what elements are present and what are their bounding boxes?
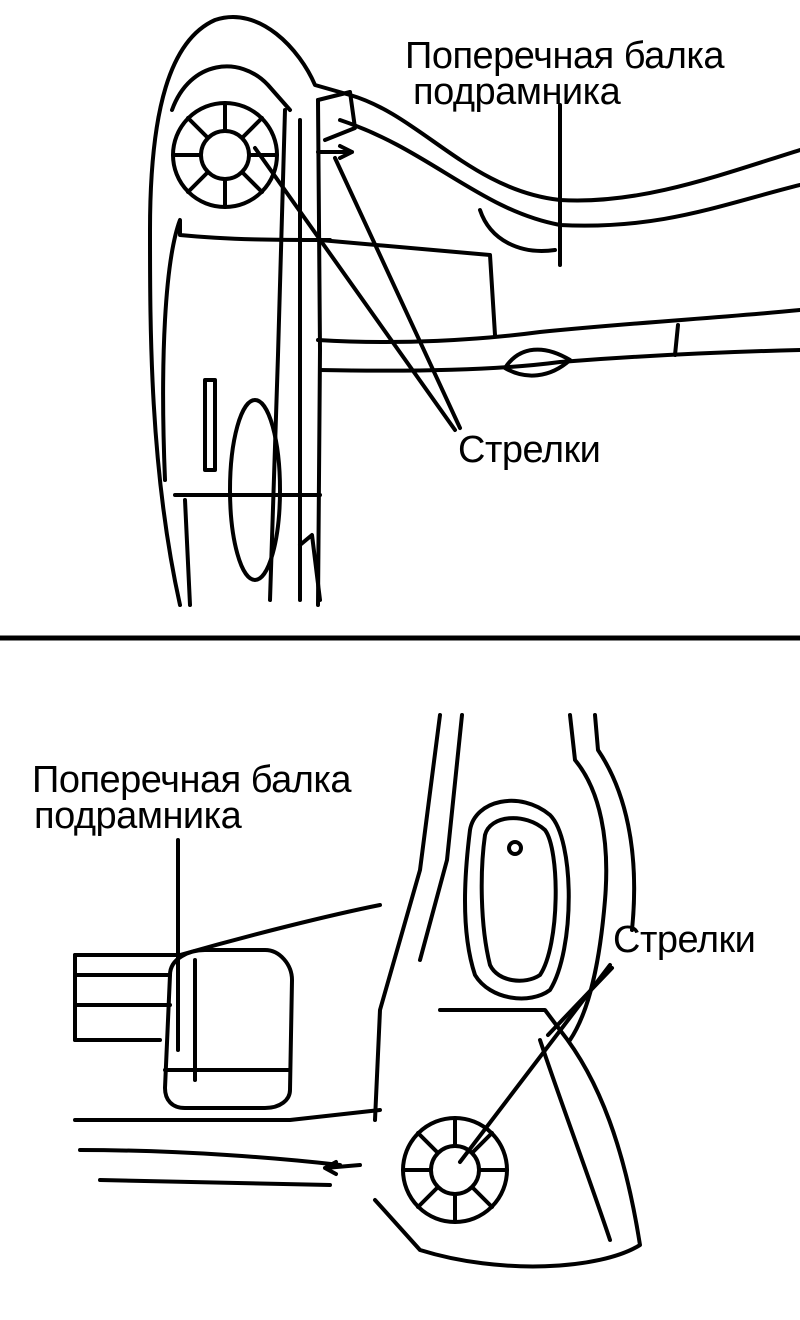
top-bracket — [316, 90, 357, 142]
top-vertical-member-right — [316, 98, 322, 607]
top-lower-beam-lower — [318, 348, 800, 373]
bottom-arrows-label: Стрелки — [613, 919, 756, 961]
bottom-upright-left — [373, 713, 442, 1122]
bottom-housing — [373, 1008, 642, 1269]
top-label-leader-arrow-2 — [333, 156, 462, 430]
bottom-label-leader-arrow-2 — [546, 966, 614, 1037]
bottom-clamp-block — [163, 948, 294, 1110]
bottom-housing-inner — [538, 1038, 612, 1242]
top-lower-beam-bulge — [503, 347, 572, 378]
top-lower-legs — [183, 498, 322, 607]
bottom-bolt-segments — [401, 1116, 509, 1224]
bottom-lower-rail-base — [98, 1178, 332, 1187]
top-panel-drawing — [148, 15, 800, 607]
top-vertical-member-left — [268, 108, 287, 602]
top-arm-inner-curve — [161, 218, 332, 482]
top-arm-outer — [148, 15, 800, 607]
top-arrows-label: Стрелки — [458, 429, 601, 471]
bottom-oval-hole — [507, 840, 523, 856]
bottom-crossbeam-label-line2: подрамника — [34, 795, 242, 837]
bottom-upright-far2 — [593, 713, 637, 932]
top-crossbeam-label-line1: Поперечная балка — [405, 35, 725, 77]
bottom-arrow-mark — [323, 1160, 362, 1176]
top-slot-large — [228, 398, 282, 582]
bottom-clamp-inner — [163, 958, 292, 1082]
bottom-upright-far — [568, 713, 609, 1042]
top-slot-small — [203, 378, 217, 472]
bottom-oval-outer — [463, 798, 571, 1001]
bottom-upright-right — [418, 713, 464, 962]
top-arm-shell — [170, 64, 292, 112]
top-crossbeam-label-line2: подрамника — [413, 71, 621, 113]
top-gusset-lower — [478, 208, 557, 253]
bottom-panel-drawing — [73, 713, 642, 1269]
bottom-crossbeam-mid — [73, 973, 172, 1007]
bottom-crossbeam-top — [73, 903, 382, 957]
bottom-oval-inner — [479, 816, 558, 983]
bottom-lower-rail-top — [73, 1108, 382, 1122]
top-arrow-mark — [316, 144, 354, 160]
bottom-lower-rail-bottom — [78, 1148, 342, 1167]
top-bolt-segments — [171, 101, 279, 209]
top-lower-beam-step — [673, 323, 680, 357]
bottom-crossbeam-label-line1: Поперечная балка — [32, 759, 352, 801]
top-lower-beam-upper — [316, 308, 800, 344]
top-label-leader-arrow-1 — [253, 146, 457, 432]
top-gusset — [318, 238, 497, 337]
